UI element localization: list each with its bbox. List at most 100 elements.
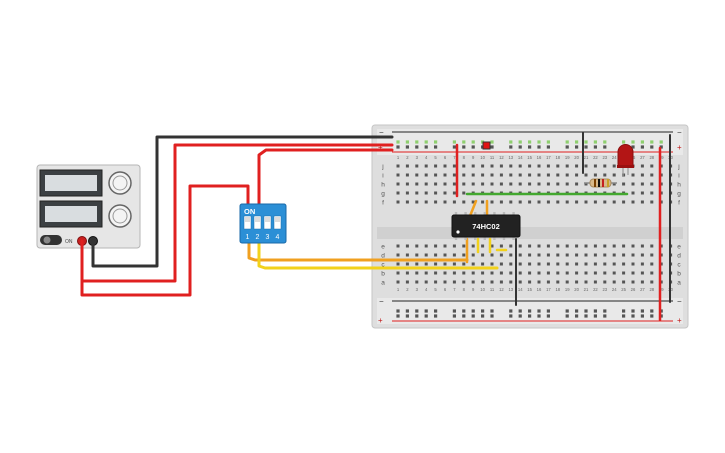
terminal-hole[interactable] [405, 200, 409, 204]
terminal-hole[interactable] [528, 271, 532, 275]
terminal-hole[interactable] [434, 271, 438, 275]
terminal-hole[interactable] [593, 280, 597, 284]
terminal-hole[interactable] [650, 164, 654, 168]
terminal-hole[interactable] [452, 280, 456, 284]
terminal-hole[interactable] [415, 200, 419, 204]
terminal-hole[interactable] [565, 200, 569, 204]
rail-hole[interactable] [396, 140, 400, 144]
orange-jumper-a[interactable] [468, 199, 478, 218]
terminal-hole[interactable] [622, 253, 626, 257]
terminal-hole[interactable] [556, 244, 560, 248]
terminal-hole[interactable] [650, 271, 654, 275]
rail-hole[interactable] [462, 309, 466, 313]
terminal-hole[interactable] [565, 164, 569, 168]
terminal-hole[interactable] [452, 253, 456, 257]
terminal-hole[interactable] [640, 271, 644, 275]
terminal-hole[interactable] [537, 182, 541, 186]
rail-hole[interactable] [490, 145, 494, 149]
terminal-hole[interactable] [575, 164, 579, 168]
terminal-hole[interactable] [518, 164, 522, 168]
terminal-hole[interactable] [622, 182, 626, 186]
terminal-hole[interactable] [584, 200, 588, 204]
rail-hole[interactable] [396, 309, 400, 313]
terminal-hole[interactable] [434, 262, 438, 266]
rail-hole[interactable] [546, 140, 550, 144]
rail-hole[interactable] [575, 314, 579, 318]
terminal-hole[interactable] [424, 200, 428, 204]
terminal-hole[interactable] [603, 280, 607, 284]
terminal-hole[interactable] [546, 173, 550, 177]
rail-hole[interactable] [640, 314, 644, 318]
terminal-hole[interactable] [575, 262, 579, 266]
terminal-hole[interactable] [612, 200, 616, 204]
terminal-hole[interactable] [631, 173, 635, 177]
rail-hole[interactable] [405, 314, 409, 318]
dip-toggle[interactable] [253, 215, 262, 230]
chip-74hc02[interactable]: 74HC02 [451, 212, 521, 240]
rail-hole[interactable] [452, 314, 456, 318]
terminal-hole[interactable] [405, 280, 409, 284]
terminal-hole[interactable] [452, 164, 456, 168]
terminal-hole[interactable] [575, 271, 579, 275]
rail-hole[interactable] [424, 140, 428, 144]
terminal-hole[interactable] [593, 173, 597, 177]
terminal-hole[interactable] [396, 271, 400, 275]
rail-hole[interactable] [396, 314, 400, 318]
terminal-hole[interactable] [405, 173, 409, 177]
terminal-hole[interactable] [537, 253, 541, 257]
terminal-hole[interactable] [650, 280, 654, 284]
terminal-hole[interactable] [509, 271, 513, 275]
terminal-hole[interactable] [631, 280, 635, 284]
terminal-hole[interactable] [424, 173, 428, 177]
terminal-hole[interactable] [490, 271, 494, 275]
rail-hole[interactable] [622, 314, 626, 318]
terminal-hole[interactable] [603, 200, 607, 204]
dip-toggle[interactable] [263, 215, 272, 230]
terminal-hole[interactable] [622, 244, 626, 248]
rail-hole[interactable] [575, 309, 579, 313]
terminal-hole[interactable] [612, 164, 616, 168]
rail-hole[interactable] [528, 309, 532, 313]
rail-hole[interactable] [481, 314, 485, 318]
terminal-hole[interactable] [415, 182, 419, 186]
rail-hole[interactable] [546, 314, 550, 318]
terminal-hole[interactable] [434, 253, 438, 257]
terminal-hole[interactable] [640, 253, 644, 257]
terminal-hole[interactable] [631, 200, 635, 204]
power-supply[interactable]: ON [36, 164, 141, 249]
rail-hole[interactable] [471, 145, 475, 149]
rail-hole[interactable] [481, 309, 485, 313]
terminal-hole[interactable] [546, 253, 550, 257]
terminal-hole[interactable] [499, 173, 503, 177]
rail-hole[interactable] [396, 145, 400, 149]
terminal-hole[interactable] [603, 244, 607, 248]
rail-hole[interactable] [434, 145, 438, 149]
terminal-hole[interactable] [612, 280, 616, 284]
terminal-hole[interactable] [452, 262, 456, 266]
terminal-hole[interactable] [622, 271, 626, 275]
rail-hole[interactable] [584, 314, 588, 318]
terminal-hole[interactable] [509, 262, 513, 266]
current-knob[interactable] [108, 204, 132, 228]
terminal-hole[interactable] [556, 271, 560, 275]
terminal-hole[interactable] [518, 262, 522, 266]
rail-hole[interactable] [452, 145, 456, 149]
rail-hole[interactable] [424, 314, 428, 318]
terminal-hole[interactable] [443, 164, 447, 168]
terminal-hole[interactable] [481, 253, 485, 257]
rail-hole[interactable] [650, 140, 654, 144]
terminal-hole[interactable] [443, 244, 447, 248]
terminal-hole[interactable] [593, 244, 597, 248]
terminal-hole[interactable] [546, 182, 550, 186]
terminal-hole[interactable] [443, 182, 447, 186]
rail-hole[interactable] [518, 145, 522, 149]
rail-hole[interactable] [452, 309, 456, 313]
terminal-hole[interactable] [612, 173, 616, 177]
terminal-hole[interactable] [565, 280, 569, 284]
terminal-hole[interactable] [650, 262, 654, 266]
rail-hole[interactable] [528, 145, 532, 149]
rail-hole[interactable] [518, 140, 522, 144]
rail-hole[interactable] [659, 145, 663, 149]
terminal-hole[interactable] [509, 280, 513, 284]
rail-hole[interactable] [537, 145, 541, 149]
